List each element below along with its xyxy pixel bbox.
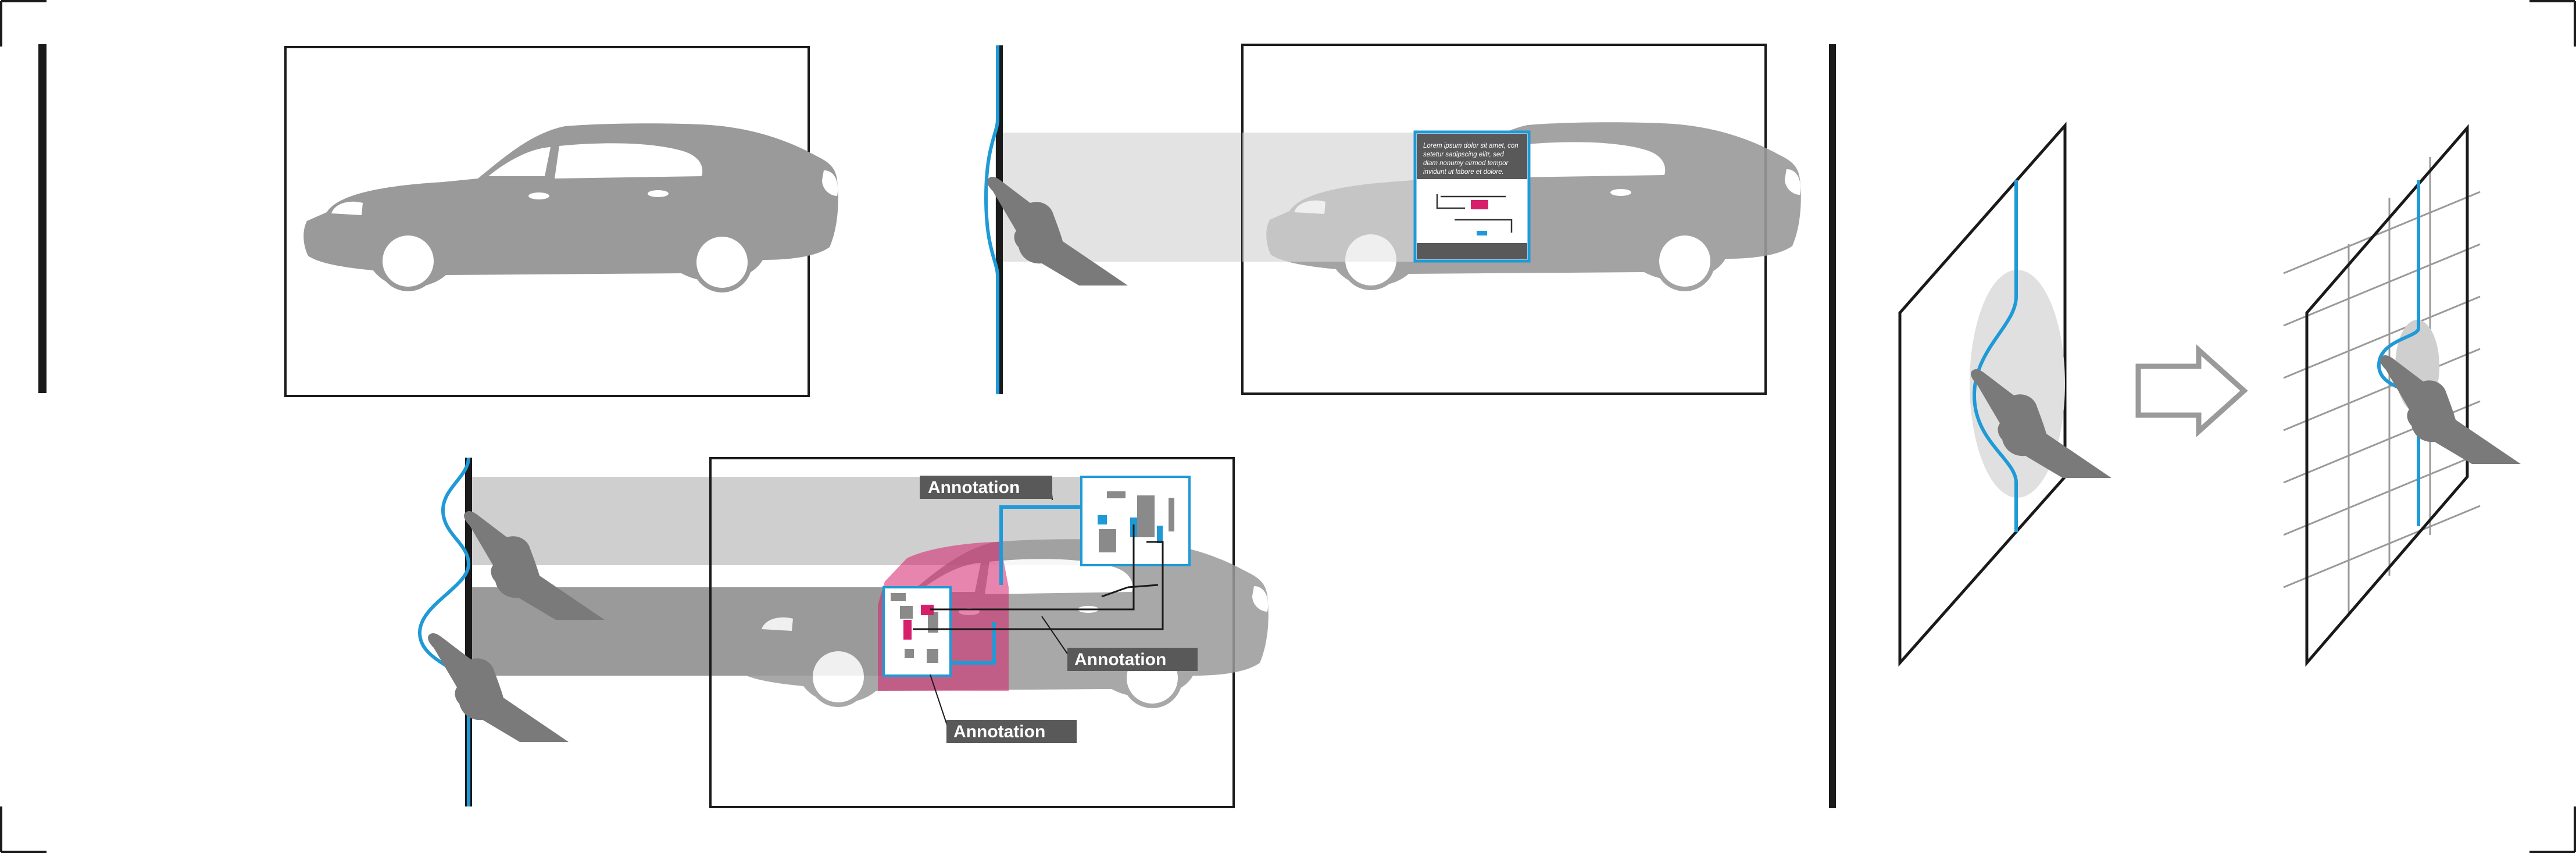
membrane-line-4 xyxy=(1972,180,2018,532)
popup-line-3: diam nonumy eirmod tempor xyxy=(1423,160,1509,167)
membrane-wave-3 xyxy=(417,457,471,806)
popup-line-2: setetur sadipscing elitr, sed xyxy=(1423,151,1504,158)
right-divider-bar xyxy=(1829,44,1836,808)
panel-plane-grid xyxy=(2283,124,2521,667)
detail-box-right xyxy=(1080,476,1191,566)
detail-box-left xyxy=(883,586,952,677)
svg-text:Annotation: Annotation xyxy=(928,478,1020,497)
annotation-label-top: Annotation xyxy=(920,476,1052,499)
svg-text:Annotation: Annotation xyxy=(1074,650,1166,669)
annotation-label-bottom: Annotation xyxy=(946,720,1077,743)
annotation-label-right: Annotation xyxy=(1067,648,1198,671)
transition-arrow xyxy=(2135,344,2248,438)
svg-text:Annotation: Annotation xyxy=(953,722,1045,741)
popup-line-1: Lorem ipsum dolor sit amet, con xyxy=(1423,142,1519,149)
tilted-plane-2 xyxy=(2305,124,2469,667)
panel-plane-bulge xyxy=(1898,122,2111,667)
hand-5 xyxy=(2380,355,2521,464)
popup-line-4: invidunt ut labore et dolore. xyxy=(1423,169,1504,176)
info-popup: Lorem ipsum dolor sit amet, con setetur … xyxy=(1413,130,1531,263)
car-silhouette-1 xyxy=(303,123,838,292)
connector-lines xyxy=(913,488,1164,727)
left-divider-bar xyxy=(38,44,47,393)
panel-double-touch: Annotation Annotation Annotation xyxy=(417,457,1269,808)
panel-single-touch: Lorem ipsum dolor sit amet, con setetur … xyxy=(984,44,1801,395)
membrane-bulge-2 xyxy=(984,45,999,394)
panel-car-only xyxy=(284,46,838,397)
